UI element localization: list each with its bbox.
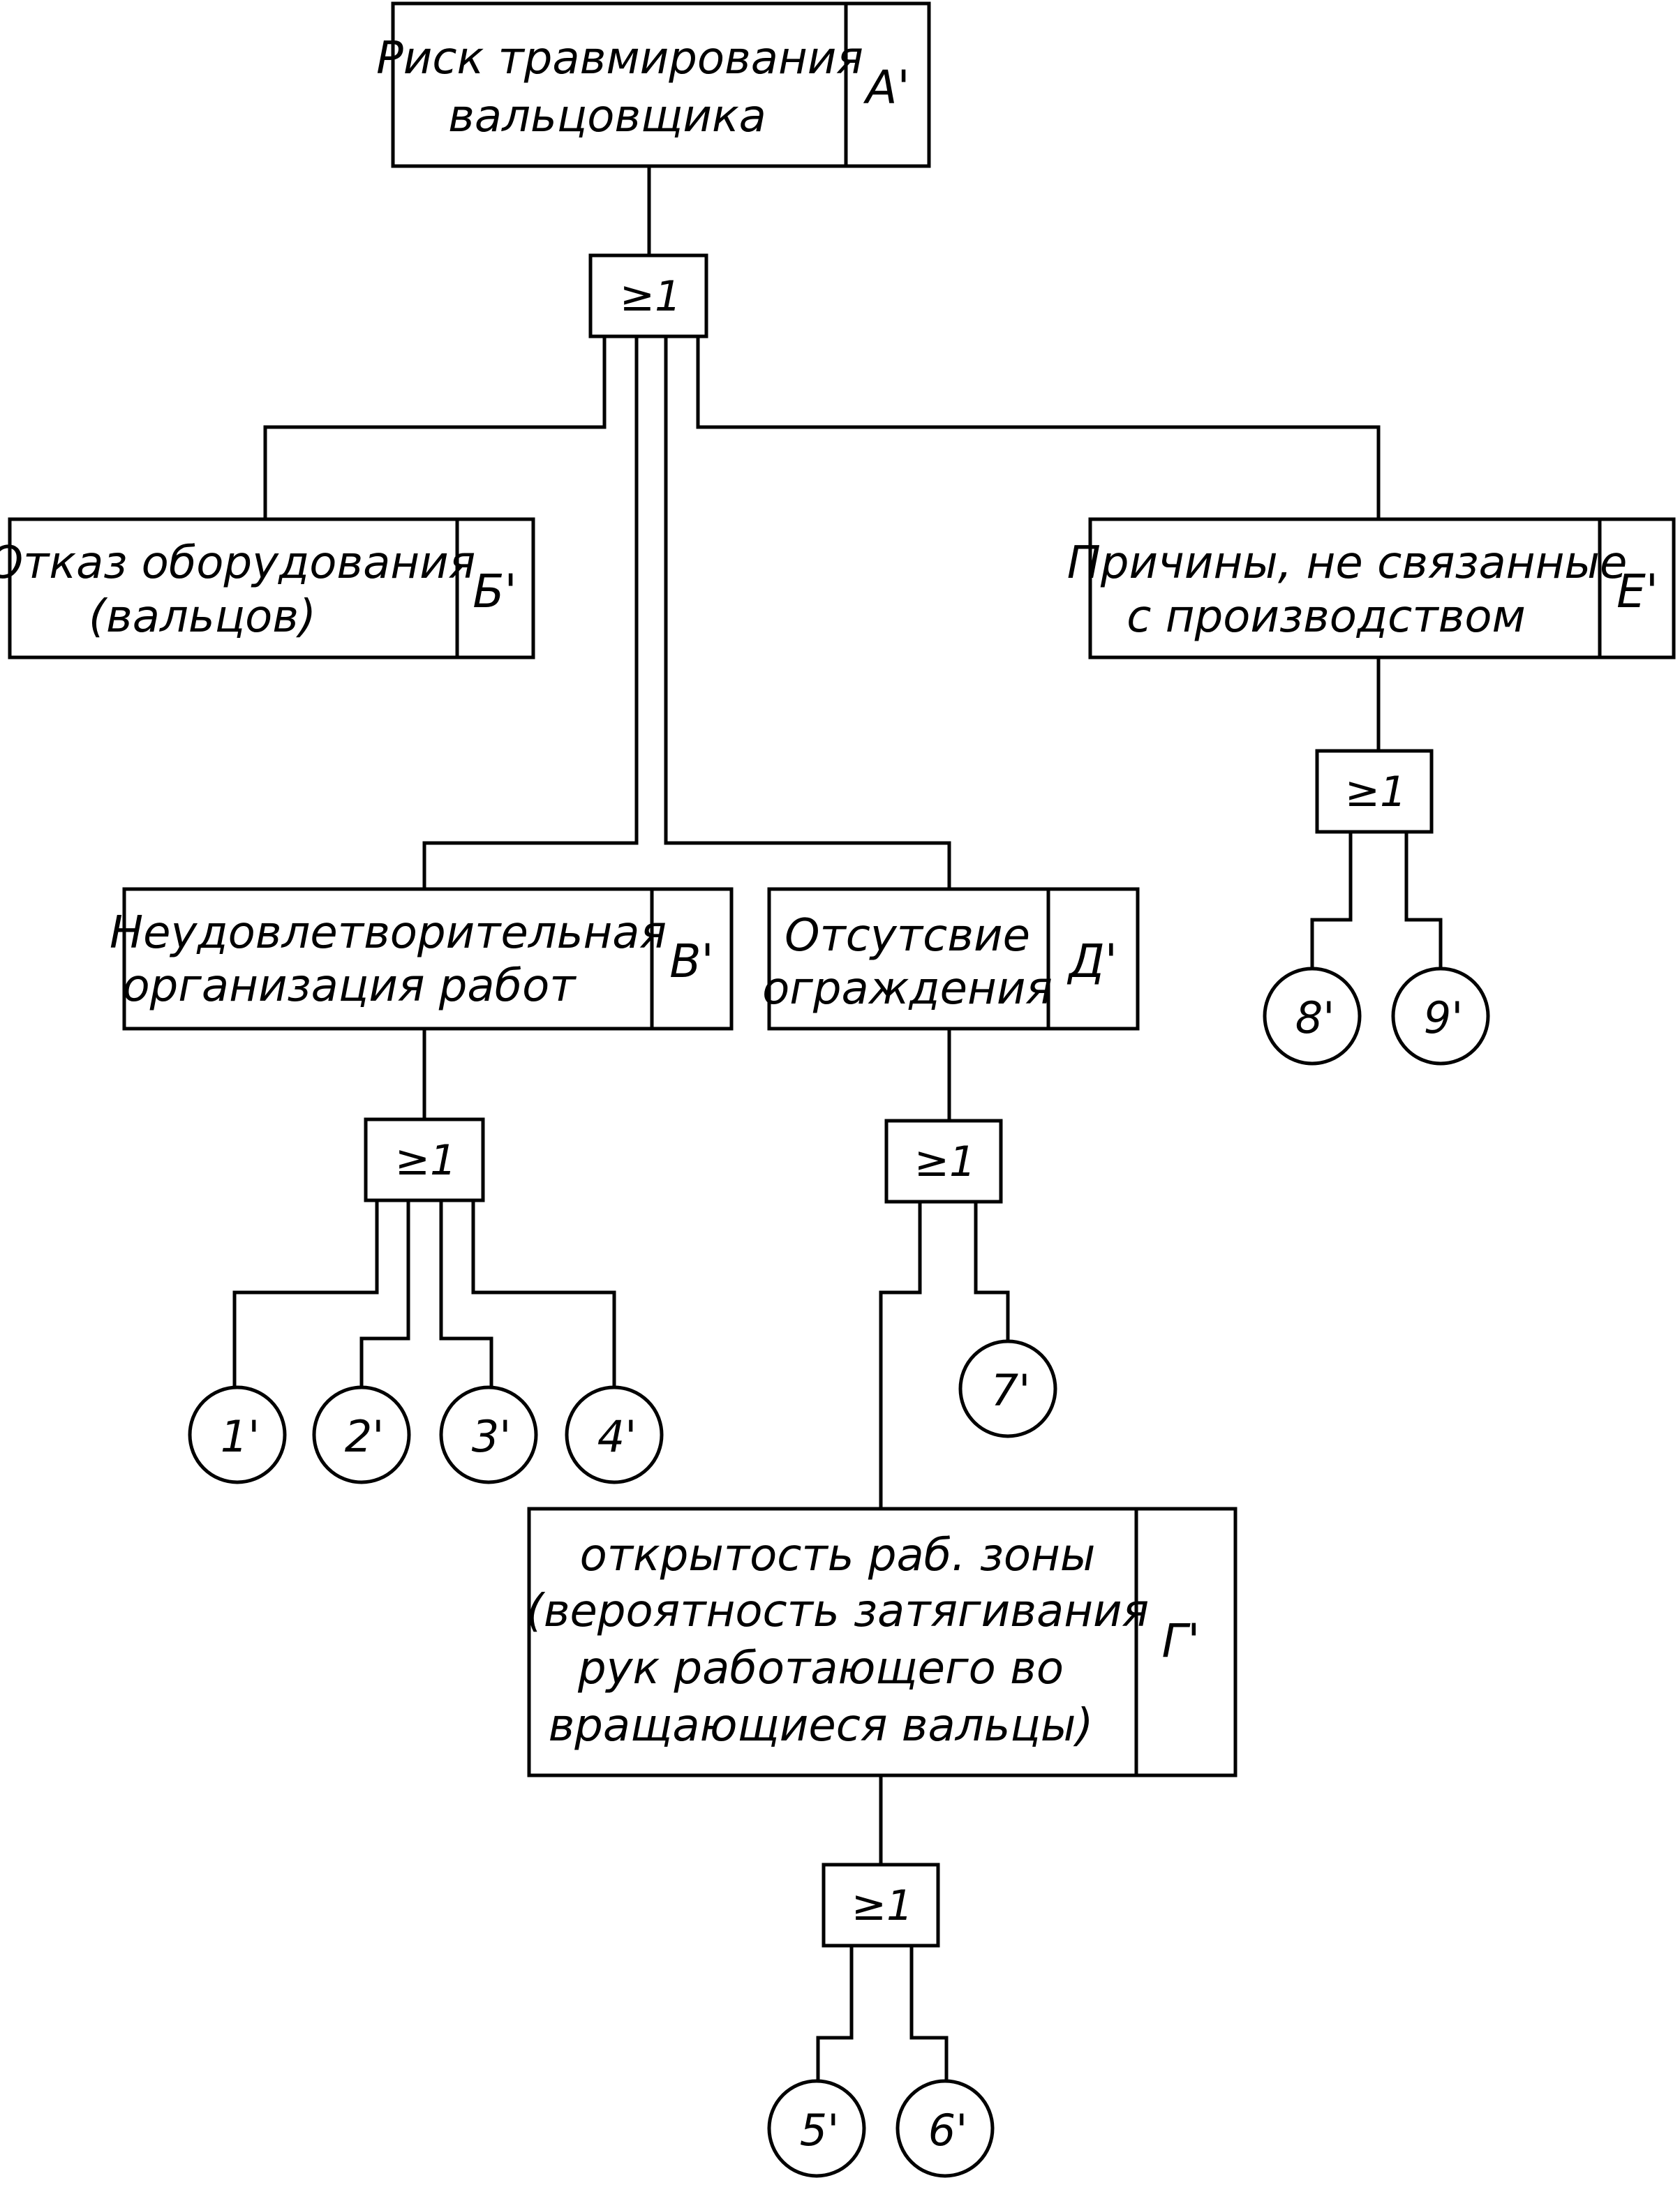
basic-event-9-label: 9': [1424, 992, 1464, 1043]
event-e-code: Е': [1616, 565, 1658, 618]
event-g-line-4: вращающиеся вальцы): [549, 1700, 1094, 1752]
event-e-line-1: Причины, не связанные: [1067, 537, 1628, 589]
basic-event-1-label: 1': [221, 1411, 260, 1462]
event-b-line-1: Отказ оборудования: [0, 537, 475, 589]
gate-or-1: ≥1: [588, 253, 708, 338]
event-a: Риск травмирования вальцовщика А': [376, 1, 931, 168]
basic-event-6-label: 6': [928, 2105, 968, 2156]
event-b-line-2: (вальцов): [89, 591, 316, 643]
basic-event-3-label: 3': [472, 1411, 512, 1462]
event-v-line-2: организация работ: [122, 960, 577, 1012]
event-b: Отказ оборудования (вальцов) Б': [0, 517, 535, 659]
basic-event-8: 8': [1263, 967, 1362, 1066]
event-v: Неудовлетворительная организация работ В…: [110, 887, 734, 1031]
event-g: открытость раб. зоны (вероятность затяги…: [526, 1507, 1237, 1777]
basic-event-1: 1': [188, 1385, 287, 1484]
event-e-line-2: с производством: [1127, 591, 1526, 643]
gate-or-5: ≥1: [1315, 749, 1434, 834]
gate-or-3-label: ≥1: [914, 1138, 976, 1186]
gate-or-3: ≥1: [884, 1119, 1003, 1204]
basic-event-9: 9': [1391, 967, 1490, 1066]
basic-event-7-label: 7': [991, 1365, 1031, 1416]
event-a-line-2: вальцовщика: [448, 91, 766, 142]
gate-or-1-label: ≥1: [620, 272, 681, 321]
gate-or-2-label: ≥1: [395, 1136, 456, 1185]
basic-event-6: 6': [895, 2079, 995, 2178]
event-e: Причины, не связанные с производством Е': [1067, 517, 1676, 659]
basic-event-5: 5': [767, 2079, 866, 2178]
basic-event-3: 3': [439, 1385, 538, 1484]
event-d-line-2: ограждения: [762, 963, 1053, 1015]
event-g-line-1: открытость раб. зоны: [580, 1530, 1096, 1581]
event-g-code: Г': [1162, 1614, 1200, 1668]
basic-event-2-label: 2': [345, 1411, 385, 1462]
gate-or-4-label: ≥1: [852, 1881, 913, 1930]
basic-event-8-label: 8': [1295, 992, 1335, 1043]
basic-event-7: 7': [958, 1339, 1057, 1438]
connector-lines: [232, 166, 1443, 2081]
basic-event-2: 2': [312, 1385, 411, 1484]
gate-or-5-label: ≥1: [1345, 768, 1406, 816]
basic-event-5-label: 5': [800, 2105, 840, 2156]
event-d-line-1: Отсутсвие: [785, 910, 1030, 962]
event-b-code: Б': [473, 565, 516, 618]
event-g-line-2: (вероятность затягивания: [526, 1586, 1149, 1637]
basic-event-4-label: 4': [597, 1411, 637, 1462]
basic-event-4: 4': [565, 1385, 664, 1484]
event-d-code: Д': [1066, 934, 1117, 988]
event-a-line-1: Риск травмирования: [376, 33, 863, 84]
event-v-code: В': [669, 934, 713, 988]
event-d: Отсутсвие ограждения Д': [762, 887, 1140, 1031]
gate-or-4: ≥1: [822, 1863, 940, 1948]
gate-or-2: ≥1: [364, 1117, 485, 1202]
event-g-line-3: рук работающего во: [577, 1643, 1064, 1694]
event-v-line-1: Неудовлетворительная: [110, 907, 667, 959]
event-a-code: А': [863, 61, 909, 114]
